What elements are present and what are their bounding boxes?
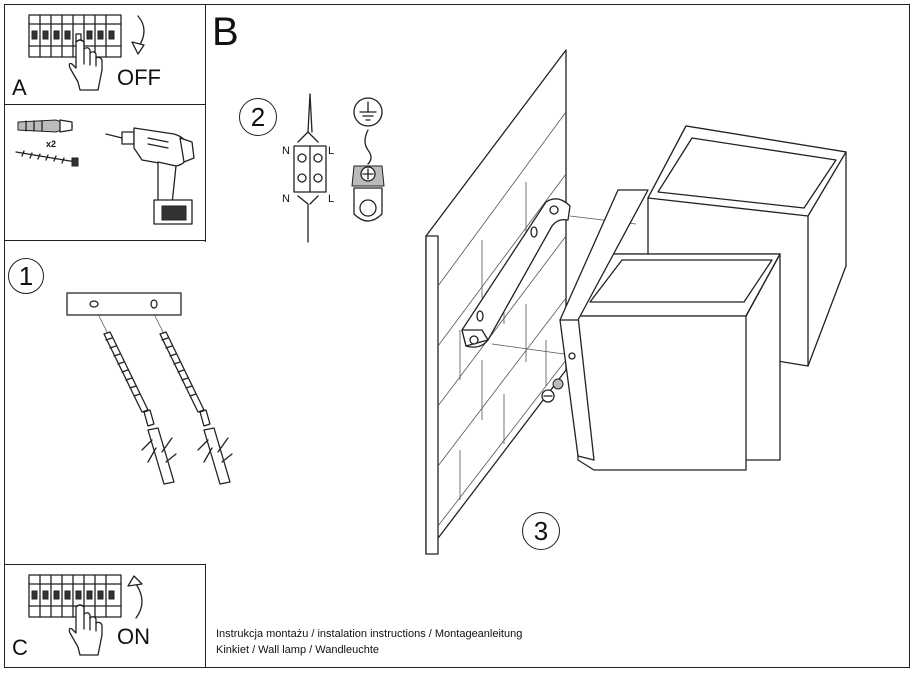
panel-c-letter: C [12, 635, 28, 660]
breaker-panel-icon [28, 574, 122, 618]
divider-kit-step1 [4, 240, 206, 241]
divider-step1-c [4, 564, 206, 565]
wire-label-top-n: N [282, 145, 290, 157]
power-off-label: OFF [117, 65, 161, 90]
screw-and-plug-icon-right [153, 313, 233, 485]
divider-a-kit [4, 104, 205, 105]
wall-plug-icon [17, 119, 74, 133]
power-on-label: ON [117, 624, 150, 649]
wall-lamp-assembly-drawing [425, 49, 847, 555]
wire-label-bottom-l: L [328, 193, 335, 205]
hand-pointer-icon [68, 39, 103, 91]
drill-icon [105, 127, 195, 225]
terminal-block-icon [293, 93, 327, 243]
panel-a-letter: A [12, 75, 27, 100]
panel-c-divider [205, 564, 206, 668]
footer-product-line: Kinkiet / Wall lamp / Wandleuchte [216, 644, 380, 656]
curved-arrow-icon [127, 575, 143, 619]
screw-icon [15, 150, 79, 167]
screw-count-label: x2 [46, 139, 57, 149]
panel-b-letter: B [212, 10, 239, 54]
outer-frame [4, 4, 910, 668]
footer-title-line: Instrukcja montażu / instalation instruc… [216, 628, 523, 640]
earth-ground-icon [351, 97, 385, 222]
left-column-divider [205, 4, 206, 242]
mounting-bracket-icon [66, 292, 182, 316]
step-3-marker: 3 [522, 512, 560, 550]
wire-label-top-l: L [328, 145, 335, 157]
step-2-marker: 2 [239, 98, 277, 136]
hand-pointer-icon [68, 604, 103, 656]
wire-label-bottom-n: N [282, 193, 290, 205]
curved-arrow-icon [131, 15, 145, 55]
screw-and-plug-icon-left [97, 313, 177, 485]
step-1-marker: 1 [8, 258, 44, 294]
